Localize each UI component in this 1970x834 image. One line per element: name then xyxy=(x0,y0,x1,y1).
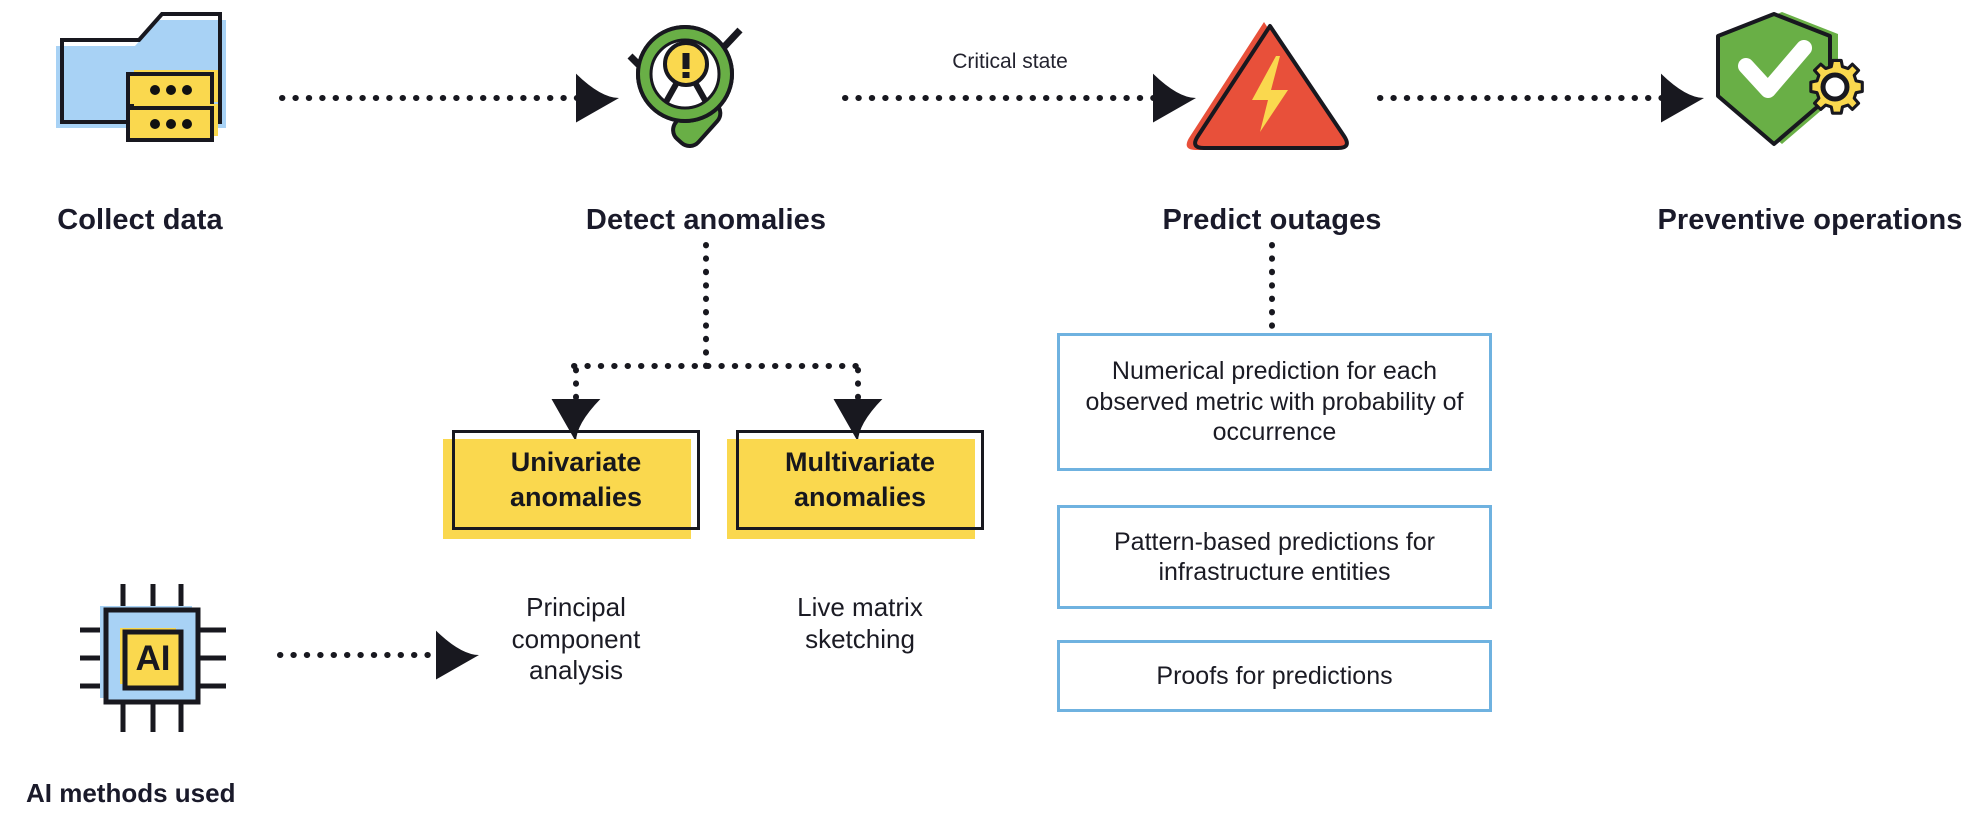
magnifier-alert-icon xyxy=(608,6,788,156)
multivariate-box-shadow xyxy=(727,439,975,539)
lms-line-1: Live matrix xyxy=(797,592,923,622)
pca-line-2: component xyxy=(511,623,641,654)
prediction-box-proofs[interactable]: Proofs for predictions xyxy=(1057,640,1492,712)
stage-label-detect-anomalies: Detect anomalies xyxy=(585,204,827,236)
lms-line-2: sketching xyxy=(805,623,915,654)
univariate-line-1: Univariate xyxy=(510,447,642,478)
multivariate-box-text: Multivariate anomalies xyxy=(736,430,984,530)
caption-principal-component-analysis: Principal component analysis xyxy=(452,592,700,687)
warning-triangle-bolt-icon xyxy=(1180,12,1360,152)
anomaly-box-univariate[interactable]: Univariate anomalies xyxy=(443,430,700,539)
pca-line-1: Principal xyxy=(526,592,626,622)
pca-line-3: analysis xyxy=(529,655,623,686)
stage-label-predict-outages: Predict outages xyxy=(1162,204,1382,236)
ai-chip-icon: AI xyxy=(70,572,240,742)
prediction-box-pattern-based[interactable]: Pattern-based predictions for infrastruc… xyxy=(1057,505,1492,609)
anomaly-box-multivariate[interactable]: Multivariate anomalies xyxy=(727,430,984,539)
multivariate-box-frame xyxy=(736,430,984,530)
edge-label-critical-state: Critical state xyxy=(952,50,1068,73)
univariate-line-2: anomalies xyxy=(509,482,643,512)
stage-label-preventive-operations: Preventive operations xyxy=(1657,204,1963,236)
multivariate-line-2: anomalies xyxy=(793,482,927,512)
shield-check-gear-icon xyxy=(1690,4,1885,154)
univariate-box-text: Univariate anomalies xyxy=(452,430,700,530)
caption-live-matrix-sketching: Live matrix sketching xyxy=(736,592,984,655)
svg-text:AI: AI xyxy=(136,639,171,678)
stage-label-collect-data: Collect data xyxy=(57,204,223,236)
folder-database-icon xyxy=(40,8,240,148)
prediction-box-numerical[interactable]: Numerical prediction for each observed m… xyxy=(1057,333,1492,471)
univariate-box-frame xyxy=(452,430,700,530)
univariate-box-shadow xyxy=(443,439,691,539)
section-label-ai-methods-used: AI methods used xyxy=(26,778,236,808)
multivariate-line-1: Multivariate xyxy=(784,447,936,478)
